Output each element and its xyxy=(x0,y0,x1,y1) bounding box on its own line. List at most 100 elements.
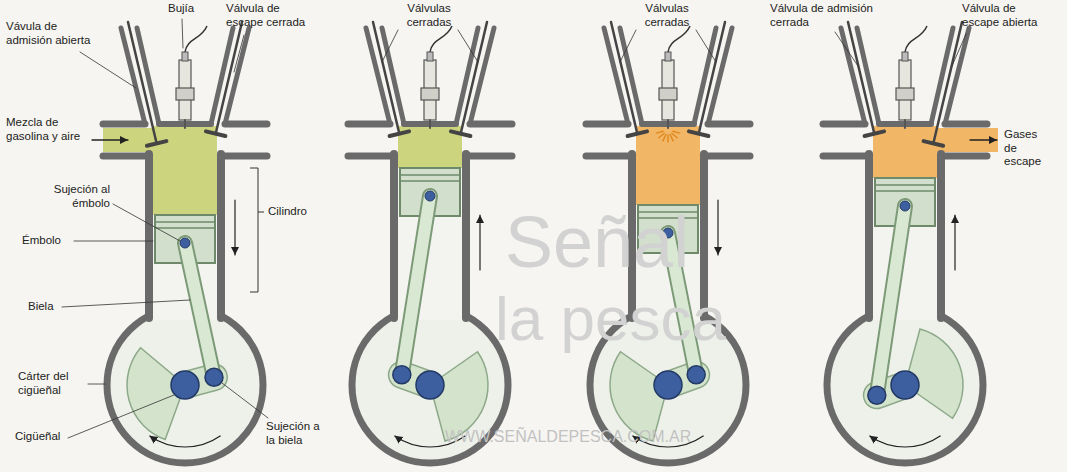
leader-line xyxy=(88,384,105,385)
piston-ring xyxy=(155,227,215,229)
crank-pin xyxy=(393,366,411,384)
intake-port xyxy=(586,128,636,152)
leader-line xyxy=(835,32,858,66)
valve-stem xyxy=(216,22,242,134)
piston-ring xyxy=(400,174,460,176)
valve-head xyxy=(865,131,884,136)
leader-line xyxy=(382,30,398,62)
flow-arrow xyxy=(970,139,997,140)
cylinder-wall xyxy=(865,154,873,318)
leader-line xyxy=(113,204,180,241)
crank-pin xyxy=(687,366,705,384)
exhaust-port xyxy=(700,128,750,152)
watermark-text: WWW.SEÑALDEPESCA.COM.AR xyxy=(445,428,745,447)
valve-head xyxy=(451,131,470,136)
spark xyxy=(663,135,666,141)
cylinder-wall xyxy=(937,154,945,318)
connecting-rod xyxy=(185,243,214,377)
spark-plug-nut xyxy=(421,88,439,100)
piston-pin xyxy=(180,238,190,248)
piston-ring xyxy=(155,221,215,223)
exhaust-port xyxy=(462,128,512,152)
cylinder-head xyxy=(879,121,931,127)
valve-stem xyxy=(933,22,962,143)
port-wall xyxy=(708,121,750,128)
leader-line xyxy=(62,300,190,307)
part-label: Válvula de escape cerrada xyxy=(226,2,316,29)
cylinder-wall xyxy=(462,154,470,318)
crank-pin xyxy=(868,386,886,404)
valve-stem xyxy=(461,22,487,134)
port-wall xyxy=(586,121,628,128)
valve-stem xyxy=(699,22,725,134)
valve-stem xyxy=(848,22,874,134)
port-wall xyxy=(348,153,394,160)
crankshaft xyxy=(171,371,199,399)
cylinder-bracket xyxy=(250,168,264,292)
motion-arrow xyxy=(717,200,718,255)
ignition-wire xyxy=(668,26,690,52)
engine-figure xyxy=(823,22,998,463)
motion-arrow xyxy=(954,215,955,270)
spark xyxy=(659,133,664,137)
cylinder-head xyxy=(404,121,456,127)
port-wall xyxy=(103,153,149,160)
valve-head xyxy=(206,131,225,136)
part-label: Válvula de admisión cerrada xyxy=(770,2,875,29)
motion-arrow xyxy=(234,200,235,255)
leader-line xyxy=(182,19,183,48)
spark xyxy=(673,131,680,133)
spark-plug-terminal xyxy=(902,52,908,61)
leader-line xyxy=(222,383,268,418)
exhaust-port xyxy=(937,128,998,152)
piston-pin xyxy=(425,191,435,201)
port-wall xyxy=(823,153,869,160)
leader-lines xyxy=(62,19,997,438)
port-wall xyxy=(348,121,390,128)
connecting-rod xyxy=(877,206,905,395)
spark xyxy=(667,135,669,142)
spark-plug-electrode xyxy=(667,120,669,128)
part-label: Válvulas cerradas xyxy=(396,2,462,29)
crankshaft xyxy=(891,371,919,399)
part-label: Cilindro xyxy=(268,205,320,219)
spark-plug-electrode xyxy=(184,120,186,128)
spark-plug-electrode xyxy=(904,120,906,128)
piston-ring xyxy=(875,190,935,192)
leader-line xyxy=(80,52,136,88)
watermark-text: la pesca xyxy=(495,282,755,355)
part-label: Émbolo xyxy=(22,234,74,248)
spark-plug-electrode xyxy=(429,120,431,128)
connecting-rod xyxy=(877,206,905,395)
leader-line xyxy=(458,30,478,62)
valve-head xyxy=(628,131,647,136)
crankcase xyxy=(107,307,263,463)
intake-port xyxy=(823,128,873,152)
part-label: Mezcla de gasolina y aire xyxy=(6,116,94,143)
port-wall xyxy=(103,121,145,128)
cylinder-wall xyxy=(390,154,398,318)
spark-plug-nut xyxy=(896,88,914,100)
ignition-wire xyxy=(905,26,927,52)
part-label: Válvulas cerradas xyxy=(634,2,700,29)
spark-plug-terminal xyxy=(665,52,671,61)
valve-head xyxy=(390,131,409,136)
valve-stem xyxy=(373,22,399,134)
spark xyxy=(670,135,673,141)
spark-plug-nut xyxy=(659,88,677,100)
leader-line xyxy=(620,30,636,62)
part-label: Cigüeñal xyxy=(15,430,71,444)
gas-charge xyxy=(636,126,700,205)
crankcase xyxy=(827,307,983,463)
part-label: Cárter del cigüeñal xyxy=(18,370,86,397)
port-wall xyxy=(225,121,267,128)
flow-arrow xyxy=(92,139,128,140)
spark-plug-terminal xyxy=(427,52,433,61)
port-wall xyxy=(823,121,865,128)
port-wall xyxy=(466,153,512,160)
port-wall xyxy=(221,153,267,160)
engine-figure xyxy=(348,22,512,463)
watermark-text: Señal xyxy=(505,200,705,285)
part-label: Bujía xyxy=(168,2,208,16)
part-label: Sujeción a la biela xyxy=(266,420,330,447)
